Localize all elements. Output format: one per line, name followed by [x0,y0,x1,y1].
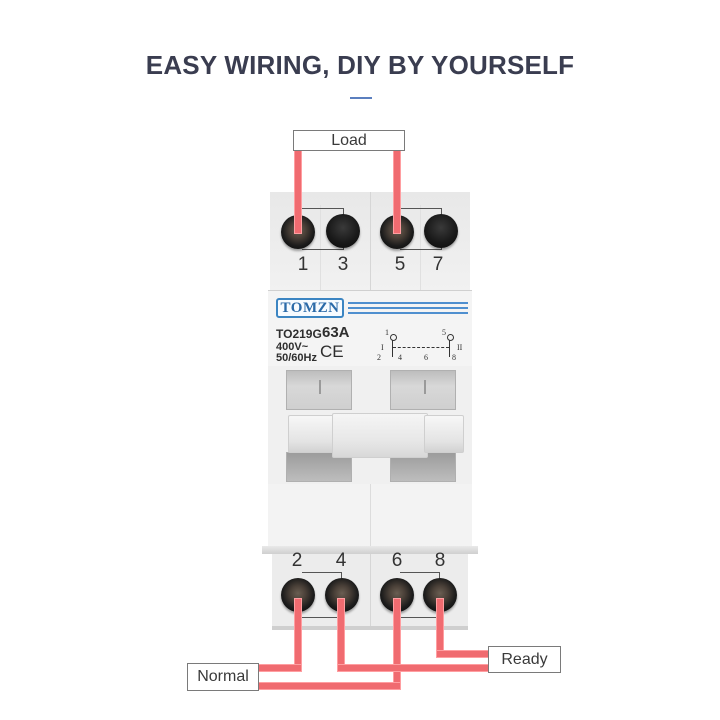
terminal-number: 1 [297,254,309,275]
logo-stripe [348,307,468,309]
ready-label: Ready [488,646,561,673]
handle-window [390,370,456,410]
load-label: Load [293,130,405,151]
wire-normal-6 [393,598,401,690]
title-underline [350,97,372,99]
handle-window [286,370,352,410]
brand-logo: TOMZN [276,298,344,318]
normal-label: Normal [187,663,259,691]
wire-ready-4 [337,598,345,672]
terminal-number: 3 [337,254,349,275]
handle-mark [319,380,321,394]
terminal-number: 4 [335,550,347,571]
terminal-7[interactable] [424,214,458,248]
schematic-label: 4 [398,353,402,362]
current-rating: 63A [322,324,350,341]
top-block-divider [320,205,321,290]
wire-ready-8 [436,650,489,658]
position-I: I [381,343,384,352]
page-title: EASY WIRING, DIY BY YOURSELF [145,50,575,80]
terminal-number: 8 [434,550,446,571]
wire-normal-2 [294,598,302,672]
bottom-block-divider [370,554,371,626]
terminal-number: 7 [432,254,444,275]
wire-ready-8 [436,598,444,658]
wire-normal-6 [258,682,401,690]
body-shelf [262,546,478,554]
terminal-3[interactable] [326,214,360,248]
schematic-label: 6 [424,353,428,362]
frequency-rating: 50/60Hz [276,352,317,364]
switch-handle-left[interactable] [288,415,336,453]
top-block-divider [420,205,421,290]
schematic-label: 2 [377,353,381,362]
logo-stripe [348,312,468,314]
handle-mark [424,380,426,394]
wire-normal-2 [258,664,302,672]
terminal-number: 6 [391,550,403,571]
ce-mark: CE [320,342,344,361]
terminal-number: 5 [394,254,406,275]
schematic-label: 1 [385,328,389,337]
switch-handle-right[interactable] [424,415,464,453]
schematic-link [393,347,449,348]
wire-load-1 [294,150,302,234]
position-II: II [457,343,463,352]
terminal-number: 2 [291,550,303,571]
schematic-line [392,340,393,357]
schematic-contact [447,334,454,341]
model-number: TO219G [276,327,322,341]
switch-handle-bar[interactable] [332,413,428,458]
voltage-rating: 400V~ [276,341,309,353]
body-divider [370,484,371,546]
block-shadow [272,626,468,630]
top-block-divider [370,192,371,290]
schematic-label: 8 [452,353,456,362]
schematic-line [449,340,450,357]
logo-stripe [348,302,468,304]
schematic-label: 5 [442,328,446,337]
wire-ready-4 [337,664,489,672]
schematic-contact [390,334,397,341]
wire-load-5 [393,150,401,234]
